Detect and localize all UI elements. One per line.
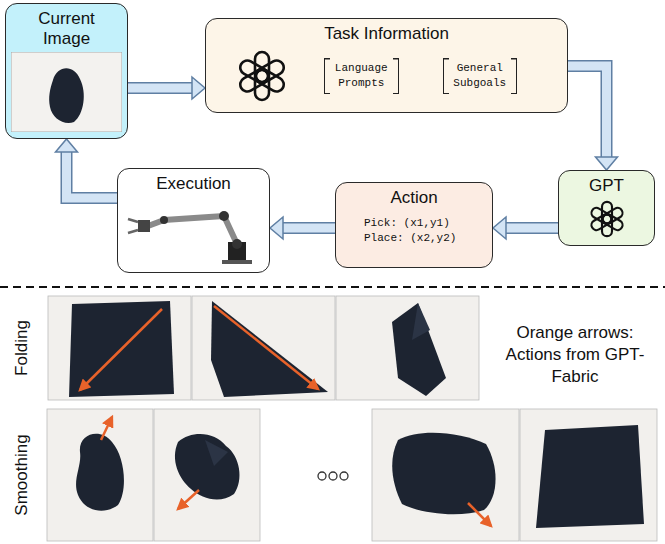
drawn-rect	[47, 409, 153, 541]
drawn-rect	[11, 52, 122, 132]
fabric-photo	[11, 52, 122, 132]
image-box: Current Image	[5, 3, 128, 139]
drawn-circle	[318, 472, 326, 480]
drawn-polyline	[67, 151, 118, 198]
drawn-path	[76, 434, 124, 511]
drawn-circle	[340, 472, 348, 480]
drawn-polygon	[412, 303, 430, 340]
drawn-polygon	[69, 301, 174, 397]
execution-box: Execution	[117, 168, 270, 273]
drawn-path	[392, 433, 495, 515]
box-title: Execution	[156, 174, 231, 194]
drawn-line	[80, 309, 162, 390]
drawn-rect	[520, 409, 657, 541]
drawn-polyline	[128, 84, 193, 93]
drawn-polyline	[568, 66, 607, 158]
box-title: GPT	[589, 176, 624, 196]
box-title: Task Information	[324, 24, 449, 44]
drawn-polyline	[505, 224, 558, 233]
drawn-rect	[372, 409, 519, 541]
drawn-line	[178, 490, 199, 509]
drawn-path	[49, 68, 84, 123]
drawn-line	[468, 503, 491, 526]
drawn-circle	[219, 211, 229, 221]
prompt-text: Language Prompts	[332, 61, 391, 91]
drawn-polyline	[282, 222, 335, 234]
drawn-polygon	[270, 217, 283, 239]
action-box: ActionPick: (x1,y1)Place: (x2,y2)	[335, 182, 493, 268]
label-box: Folding	[12, 320, 32, 376]
content-row: Language Prompts General Subgoals	[212, 48, 561, 104]
drawn-polygon	[56, 139, 78, 152]
drawn-polygon	[392, 303, 446, 396]
drawn-g	[238, 52, 287, 100]
note-text: Orange arrows: Actions from GPT-Fabric	[490, 322, 660, 388]
drawn-rect	[48, 296, 191, 400]
action-lines: Pick: (x1,y1)Place: (x2,y2)	[342, 216, 456, 246]
label-box: Smoothing	[12, 434, 32, 515]
drawn-rect	[154, 409, 260, 541]
drawn-polygon	[192, 77, 205, 99]
drawn-polygon	[493, 217, 506, 239]
label-box: Orange arrows: Actions from GPT-Fabric	[490, 322, 660, 388]
drawn-polygon	[536, 425, 644, 528]
smoothing-photos	[47, 409, 657, 541]
drawn-polyline	[505, 222, 558, 234]
prompt-text: General Subgoals	[451, 61, 510, 91]
flow-arrow	[270, 217, 335, 239]
folding-photos	[48, 296, 479, 400]
flow-arrow	[56, 139, 118, 198]
gpt-logo	[234, 48, 290, 104]
drawn-polygon	[596, 157, 618, 170]
drawn-line	[101, 417, 112, 440]
drawn-circle	[232, 239, 242, 249]
drawn-polygon	[211, 301, 328, 397]
coordinate-text: Place: (x2,y2)	[364, 231, 456, 246]
box-title: Current Image	[22, 9, 112, 49]
drawn-polyline	[282, 224, 335, 233]
task-box: Task Information Language Prompts General…	[205, 18, 568, 113]
bracket: Language Prompts	[324, 58, 399, 94]
gpt-logo	[587, 199, 627, 239]
row-label: Smoothing	[12, 434, 32, 515]
gpt-box: GPT	[558, 170, 655, 246]
row-label: Folding	[12, 320, 32, 376]
dashed-separator	[0, 286, 665, 288]
drawn-rect	[138, 220, 150, 232]
drawn-circle	[329, 472, 337, 480]
drawn-polyline	[128, 230, 138, 233]
drawn-polyline	[128, 219, 138, 222]
drawn-polyline	[128, 82, 193, 94]
drawn-rect	[238, 58, 271, 85]
drawn-line	[214, 306, 318, 389]
drawn-circle	[160, 216, 168, 224]
flow-arrow	[128, 77, 205, 99]
drawn-g	[589, 202, 624, 236]
flow-arrow	[568, 66, 618, 170]
drawn-path	[205, 440, 228, 466]
drawn-rect	[192, 296, 335, 400]
drawn-rect	[222, 260, 252, 264]
robot-arm	[124, 202, 264, 266]
drawn-polyline	[67, 151, 118, 198]
box-title: Action	[390, 188, 437, 208]
drawn-path	[175, 434, 240, 499]
drawn-polyline	[568, 66, 607, 158]
bracket: General Subgoals	[443, 58, 518, 94]
flow-arrow	[493, 217, 558, 239]
drawn-rect	[336, 296, 479, 400]
drawn-rect	[589, 206, 613, 225]
coordinate-text: Pick: (x1,y1)	[364, 216, 456, 231]
